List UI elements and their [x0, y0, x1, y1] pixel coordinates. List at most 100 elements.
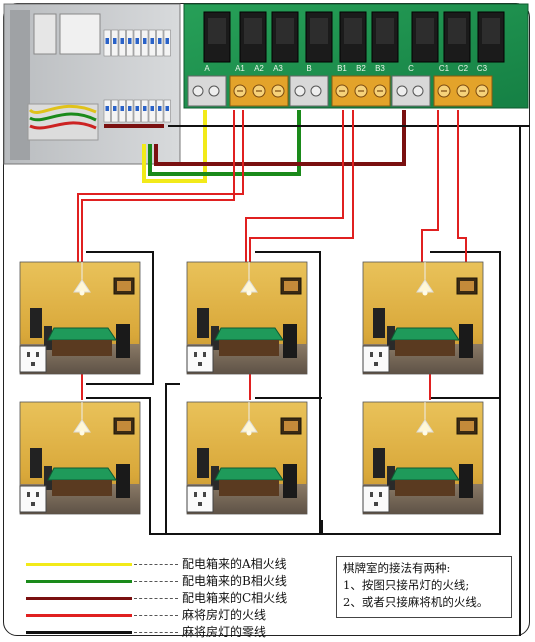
relay [371, 11, 399, 63]
wall-socket-icon [186, 485, 214, 513]
fuse-label: C2 [458, 64, 469, 73]
breaker [148, 99, 156, 123]
legend-row-phase-a: 配电箱来的A相火线 [26, 556, 326, 572]
chair-icon [373, 448, 473, 498]
breaker [126, 99, 134, 123]
neutral-wires [86, 125, 530, 636]
chair-icon [197, 308, 297, 358]
wall-socket-icon [186, 345, 214, 373]
relay [477, 11, 505, 63]
breaker [133, 29, 141, 57]
breaker [126, 29, 134, 57]
chair-icon [373, 308, 473, 358]
room-photo [362, 261, 484, 375]
mahjong-table-icon [390, 467, 460, 496]
fuse-label: A2 [254, 64, 264, 73]
phase-wires [142, 110, 406, 183]
breaker [156, 29, 164, 57]
wall-socket-icon [19, 485, 47, 513]
wall-socket-icon [19, 345, 47, 373]
legend-swatch-lamp-live [26, 614, 132, 617]
legend-swatch-phase-b [26, 580, 132, 583]
room-neutral-col3 [321, 251, 501, 535]
legend-label-phase-b: 配电箱来的B相火线 [182, 574, 287, 588]
legend-swatch-phase-a [26, 563, 132, 566]
breaker [156, 99, 164, 123]
legend-label-lamp-neutral: 麻将房灯的零线 [182, 625, 267, 639]
phase-terminal-a [187, 75, 227, 107]
breaker [141, 99, 149, 123]
legend-dash [134, 581, 178, 582]
legend-row-lamp-live: 麻将房灯的火线 [26, 607, 326, 623]
wall-picture-icon [113, 277, 135, 295]
relay [305, 11, 333, 63]
relay [443, 11, 471, 63]
mahjong-table-icon [47, 327, 117, 356]
legend-label-phase-a: 配电箱来的A相火线 [182, 557, 287, 571]
chair-icon [30, 448, 130, 498]
room-photo [186, 401, 308, 515]
phase-terminal-c [391, 75, 431, 107]
breaker [111, 29, 119, 57]
legend-swatch-lamp-neutral [26, 631, 132, 634]
mahjong-table-icon [214, 467, 284, 496]
legend-dash [134, 632, 178, 633]
fuse-label: A3 [273, 64, 283, 73]
legend-row-phase-b: 配电箱来的B相火线 [26, 573, 326, 589]
breaker [103, 29, 111, 57]
room-photo [19, 401, 141, 515]
electrical-cabinet [3, 3, 181, 165]
breaker [163, 29, 171, 57]
relay [411, 11, 439, 63]
ceiling-lamp-icon [416, 402, 434, 436]
relay [239, 11, 267, 63]
live-b1 [245, 110, 344, 290]
legend-dash [134, 564, 178, 565]
relay [271, 11, 299, 63]
room-neutral-col1b [86, 397, 166, 535]
legend-dash [134, 598, 178, 599]
legend-label-phase-c: 配电箱来的C相火线 [182, 591, 288, 605]
phase-c-wire [154, 110, 406, 166]
room-photo [186, 261, 308, 375]
mahjong-table-icon [390, 327, 460, 356]
relay [339, 11, 367, 63]
wall-picture-icon [456, 417, 478, 435]
phase-a-wire [142, 110, 207, 183]
fuse-label: B2 [356, 64, 366, 73]
legend-row-phase-c: 配电箱来的C相火线 [26, 590, 326, 606]
breaker [141, 29, 149, 57]
breaker [133, 99, 141, 123]
ceiling-lamp-icon [416, 262, 434, 296]
room-photo [362, 401, 484, 515]
ceiling-lamp-icon [240, 402, 258, 436]
chair-icon [197, 448, 297, 498]
ceiling-lamp-icon [73, 262, 91, 296]
wall-picture-icon [280, 417, 302, 435]
wall-socket-icon [362, 345, 390, 373]
wall-socket-icon [362, 485, 390, 513]
note-line-1: 1、按图只接吊灯的火线; [343, 578, 470, 592]
legend-row-lamp-neutral: 麻将房灯的零线 [26, 624, 326, 640]
mahjong-rooms [19, 261, 484, 515]
phase-b-wire [148, 110, 301, 176]
live-a2 [77, 110, 244, 290]
fuse-block-c [433, 75, 493, 107]
mahjong-table-icon [214, 327, 284, 356]
chair-icon [30, 308, 130, 358]
breaker [163, 99, 171, 123]
wall-picture-icon [456, 277, 478, 295]
room-neutral-col1 [86, 251, 154, 385]
room-photo [19, 261, 141, 375]
breaker [111, 99, 119, 123]
note-title: 棋牌室的接法有两种: [343, 561, 451, 575]
wall-picture-icon [113, 417, 135, 435]
terminal-label: C [408, 64, 414, 73]
wiring-note: 棋牌室的接法有两种: 1、按图只接吊灯的火线; 2、或者只接麻将机的火线。 [336, 556, 512, 618]
relay [203, 11, 231, 63]
breaker [148, 29, 156, 57]
fuse-label: B3 [375, 64, 385, 73]
ceiling-lamp-icon [73, 402, 91, 436]
